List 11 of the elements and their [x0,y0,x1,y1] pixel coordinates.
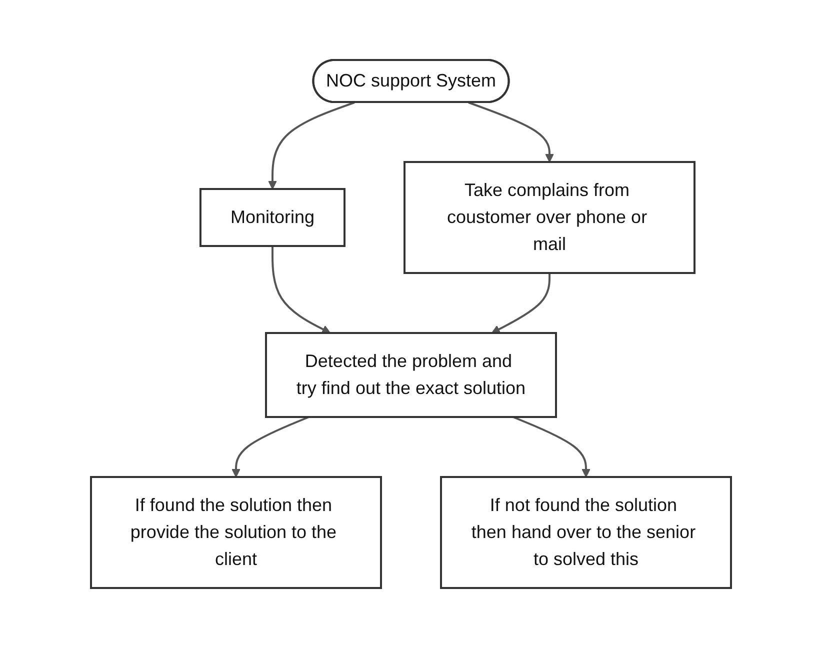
arrow [512,416,590,478]
arrow [271,246,330,334]
node-box: Take complains from coustomer over phone or mail [403,161,695,274]
node-box: If not found the solution then hand over to the senior to solved this [440,476,732,589]
arrow [268,102,354,190]
arrow [468,102,554,162]
node-box: Detected the problem and try find out the exact solution [264,332,556,418]
arrow [231,416,309,478]
arrow [490,273,550,334]
node-box: If found the solution then provide the solution to the client [90,476,382,589]
node-box: Monitoring [198,188,345,247]
